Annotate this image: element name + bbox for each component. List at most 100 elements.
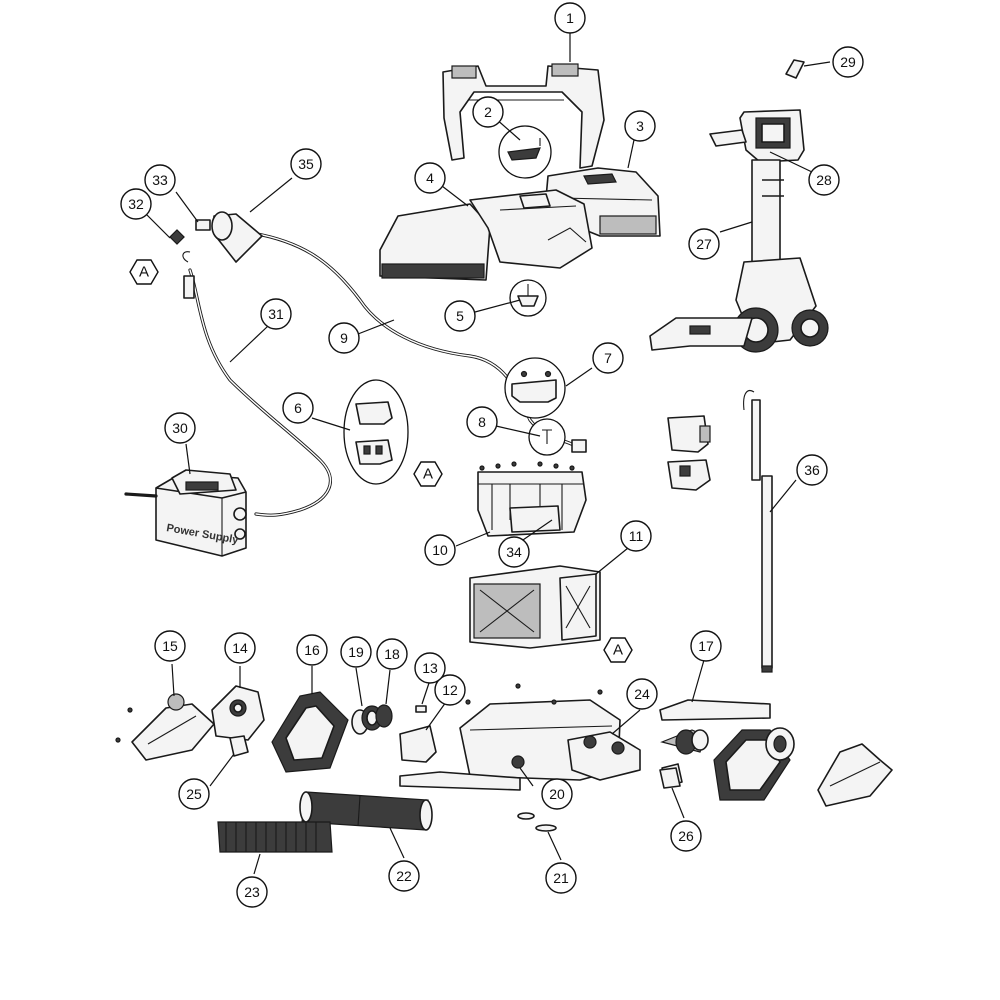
- callout-circle: [620, 520, 652, 552]
- callout-number: 30: [172, 420, 188, 436]
- callout-21: 21: [545, 862, 577, 894]
- callout-number: 23: [244, 884, 260, 900]
- callout-32: 32: [120, 188, 152, 220]
- callout-number: 31: [268, 306, 284, 322]
- part-filter-basket: [469, 565, 601, 649]
- callout-number: 34: [506, 544, 522, 560]
- callout-35: 35: [290, 148, 322, 180]
- callout-circle: [626, 678, 658, 710]
- callout-circle: [296, 634, 328, 666]
- detail-cable-clamp: [504, 357, 566, 419]
- callout-22: 22: [388, 860, 420, 892]
- callout-number: 7: [604, 350, 612, 366]
- callout-circle: [444, 300, 476, 332]
- callout-circle: [554, 2, 586, 34]
- callout-circle: [144, 164, 176, 196]
- callout-circle: [832, 46, 864, 78]
- part-swivel-cable: [169, 211, 587, 453]
- callout-number: 36: [804, 462, 820, 478]
- part-power-cable: [182, 251, 332, 517]
- callout-number: 12: [442, 682, 458, 698]
- callout-5: 5: [444, 300, 476, 332]
- callout-36: 36: [796, 454, 828, 486]
- callout-circle: [414, 162, 446, 194]
- callout-circle: [466, 406, 498, 438]
- callout-circle: [120, 188, 152, 220]
- callout-number: 15: [162, 638, 178, 654]
- callout-10: 10: [424, 534, 456, 566]
- callout-number: 28: [816, 172, 832, 188]
- callout-number: 20: [549, 786, 565, 802]
- callout-number: 2: [484, 104, 492, 120]
- callout-23: 23: [236, 876, 268, 908]
- leader-lines: [145, 33, 831, 875]
- part-telescopic-pole: [743, 390, 773, 673]
- callout-number: 24: [634, 686, 650, 702]
- callout-number: 1: [566, 10, 574, 26]
- callout-3: 3: [624, 110, 656, 142]
- callout-11: 11: [620, 520, 652, 552]
- callout-24: 24: [626, 678, 658, 710]
- callout-4: 4: [414, 162, 446, 194]
- callout-8: 8: [466, 406, 498, 438]
- callout-circle: [178, 778, 210, 810]
- part-power-supply: Power Supply: [124, 469, 247, 557]
- callout-circle: [290, 148, 322, 180]
- part-bracket: [399, 725, 437, 763]
- part-roller: [299, 791, 433, 831]
- part-clip: [509, 279, 547, 317]
- callout-circle: [388, 860, 420, 892]
- callout-number: 22: [396, 868, 412, 884]
- callout-number: 26: [678, 828, 694, 844]
- callout-circle: [260, 298, 292, 330]
- callout-circle: [154, 630, 186, 662]
- callout-number: 17: [698, 638, 714, 654]
- part-chassis: [399, 683, 641, 791]
- callout-circle: [414, 652, 446, 684]
- part-impeller: [511, 755, 557, 832]
- part-side-plate-left: [211, 685, 265, 741]
- part-top-handle: [442, 63, 605, 169]
- detail-connector-covers: [343, 379, 409, 485]
- callout-28: 28: [808, 164, 840, 196]
- callout-29: 29: [832, 46, 864, 78]
- callout-number: 21: [553, 870, 569, 886]
- callout-circle: [624, 110, 656, 142]
- callout-33: 33: [144, 164, 176, 196]
- callout-number: 33: [152, 172, 168, 188]
- part-drive-track-left: [271, 691, 349, 773]
- callout-30: 30: [164, 412, 196, 444]
- callout-number: 9: [340, 330, 348, 346]
- part-caddy-clip: [785, 59, 805, 79]
- callout-number: 6: [294, 400, 302, 416]
- callout-number: 5: [456, 308, 464, 324]
- callout-circle: [688, 228, 720, 260]
- callout-number: 27: [696, 236, 712, 252]
- callout-27: 27: [688, 228, 720, 260]
- callout-31: 31: [260, 298, 292, 330]
- part-small-pin: [415, 705, 427, 713]
- callout-circle: [376, 638, 408, 670]
- callout-14: 14: [224, 632, 256, 664]
- marker-a-3-label: A: [613, 642, 623, 659]
- marker-a-1: A: [129, 259, 159, 285]
- callout-9: 9: [328, 322, 360, 354]
- callout-number: 18: [384, 646, 400, 662]
- part-motor-housing: [477, 461, 587, 537]
- callout-number: 4: [426, 170, 434, 186]
- part-side-cover-right: [817, 743, 893, 807]
- callout-number: 13: [422, 660, 438, 676]
- callout-circle: [592, 342, 624, 374]
- callout-7: 7: [592, 342, 624, 374]
- marker-a-2-label: A: [423, 466, 433, 483]
- callout-circle: [236, 876, 268, 908]
- callout-circle: [472, 96, 504, 128]
- callout-number: 35: [298, 156, 314, 172]
- detail-screw: [528, 418, 566, 456]
- callout-18: 18: [376, 638, 408, 670]
- part-caddy-cart: [649, 109, 829, 353]
- callout-circle: [796, 454, 828, 486]
- callout-13: 13: [414, 652, 446, 684]
